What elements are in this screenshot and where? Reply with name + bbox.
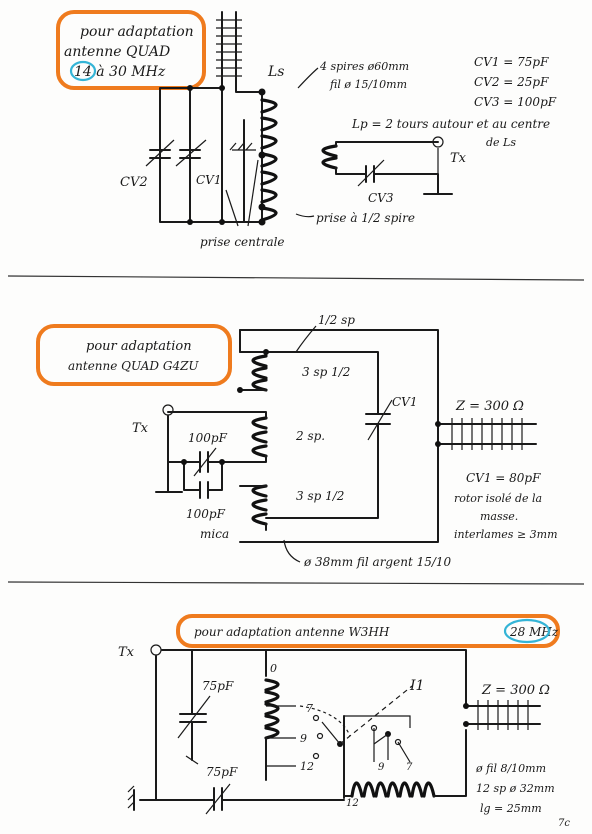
ls-note-1: 4 spires ø60mm (319, 60, 409, 73)
coil-bot-2 (251, 484, 268, 526)
title1-line2: antenne QUAD (64, 44, 170, 60)
ls-label: Ls (267, 64, 284, 80)
title-frame-3 (176, 614, 560, 648)
cap-100pf-1: 100pF (188, 431, 228, 445)
cv2-value-1: CV2 = 25pF (474, 75, 549, 89)
title2-line1: pour adaptation (86, 339, 192, 354)
coil-ls (260, 98, 278, 222)
tap-9: 9 (300, 732, 307, 745)
coil-tapped-3 (264, 678, 280, 740)
coil-lp (321, 144, 338, 170)
tap-7: 7 (306, 702, 313, 715)
mica-label: mica (200, 527, 229, 541)
tap-half-note: prise à 1/2 spire (316, 211, 415, 225)
turns-bot: 3 sp 1/2 (296, 489, 344, 503)
panel-w3hh: pour adaptation antenne W3HH 28 MHz Tx 7… (118, 614, 570, 829)
cv3-value-1: CV3 = 100pF (474, 95, 557, 109)
lp-note-1: Lp = 2 tours autour et au centre (351, 117, 550, 131)
coil-tap-12: 12 (346, 798, 359, 809)
band-highlight-3 (503, 618, 551, 644)
title-frame-2 (36, 324, 232, 386)
separator-1 (7, 275, 585, 281)
lp-note-2: de Ls (486, 136, 516, 149)
note-masse: masse. (480, 510, 518, 523)
coil-horizontal-3 (350, 781, 436, 798)
half-turn-label: 1/2 sp (318, 313, 355, 327)
page-number: 7c (558, 818, 570, 829)
cv1-label-1: CV1 (196, 173, 221, 187)
title-frame-1 (56, 10, 206, 90)
cap-75pf-top: 75pF (202, 679, 234, 693)
ladder-line-1 (216, 19, 242, 77)
title2-line2: antenne QUAD G4ZU (68, 359, 199, 373)
tap-0: 0 (270, 662, 277, 675)
title3: pour adaptation antenne W3HH (194, 625, 390, 639)
note-rotor: rotor isolé de la (454, 492, 542, 505)
turns-top: 3 sp 1/2 (302, 365, 350, 379)
note-interlames: interlames ≥ 3mm (454, 528, 558, 541)
switch-label: I1 (409, 678, 424, 694)
tap-center-note: prise centrale (200, 235, 285, 249)
panel-quad-g4zu: pour adaptation antenne QUAD G4ZU 1/2 sp… (36, 313, 558, 569)
spec-length-3: lg = 25mm (480, 802, 542, 815)
coil-tap-7: 7 (406, 762, 413, 773)
cap-75pf-bot: 75pF (206, 765, 238, 779)
tx-label-3: Tx (118, 645, 135, 660)
tx-label-1: Tx (450, 151, 467, 166)
coil-top-2 (251, 354, 268, 392)
title3-band: 28 MHz (509, 625, 559, 639)
coil-mid-2 (251, 416, 268, 458)
cv2-label: CV2 (120, 175, 148, 190)
wire-spec-2: ø 38mm fil argent 15/10 (303, 555, 452, 569)
separator-2 (7, 581, 585, 585)
ladder-line-3 (477, 700, 529, 730)
ls-note-2: fil ø 15/10mm (329, 78, 407, 91)
spec-wire-3: ø fil 8/10mm (475, 762, 546, 775)
title1-band: 14 à 30 MHz (74, 64, 166, 80)
tap-12: 12 (300, 760, 314, 773)
ladder-line-2 (451, 418, 523, 450)
impedance-2: Z = 300 Ω (455, 399, 524, 414)
title1-line1: pour adaptation (80, 24, 194, 40)
band-highlight-1 (69, 60, 97, 82)
impedance-3: Z = 300 Ω (481, 683, 550, 698)
cv1-value-2: CV1 = 80pF (466, 471, 541, 485)
cap-100pf-2: 100pF (186, 507, 226, 521)
spec-turns-3: 12 sp ø 32mm (476, 782, 555, 795)
cv3-label: CV3 (368, 191, 394, 205)
tx-label-2: Tx (132, 421, 149, 436)
coil-tap-9: 9 (378, 762, 385, 773)
panel-quad-14-30: pour adaptation antenne QUAD 14 à 30 MHz (56, 10, 557, 249)
cv1-label-2: CV1 (392, 395, 417, 409)
cv1-value-1: CV1 = 75pF (474, 55, 549, 69)
turns-mid: 2 sp. (295, 429, 325, 443)
